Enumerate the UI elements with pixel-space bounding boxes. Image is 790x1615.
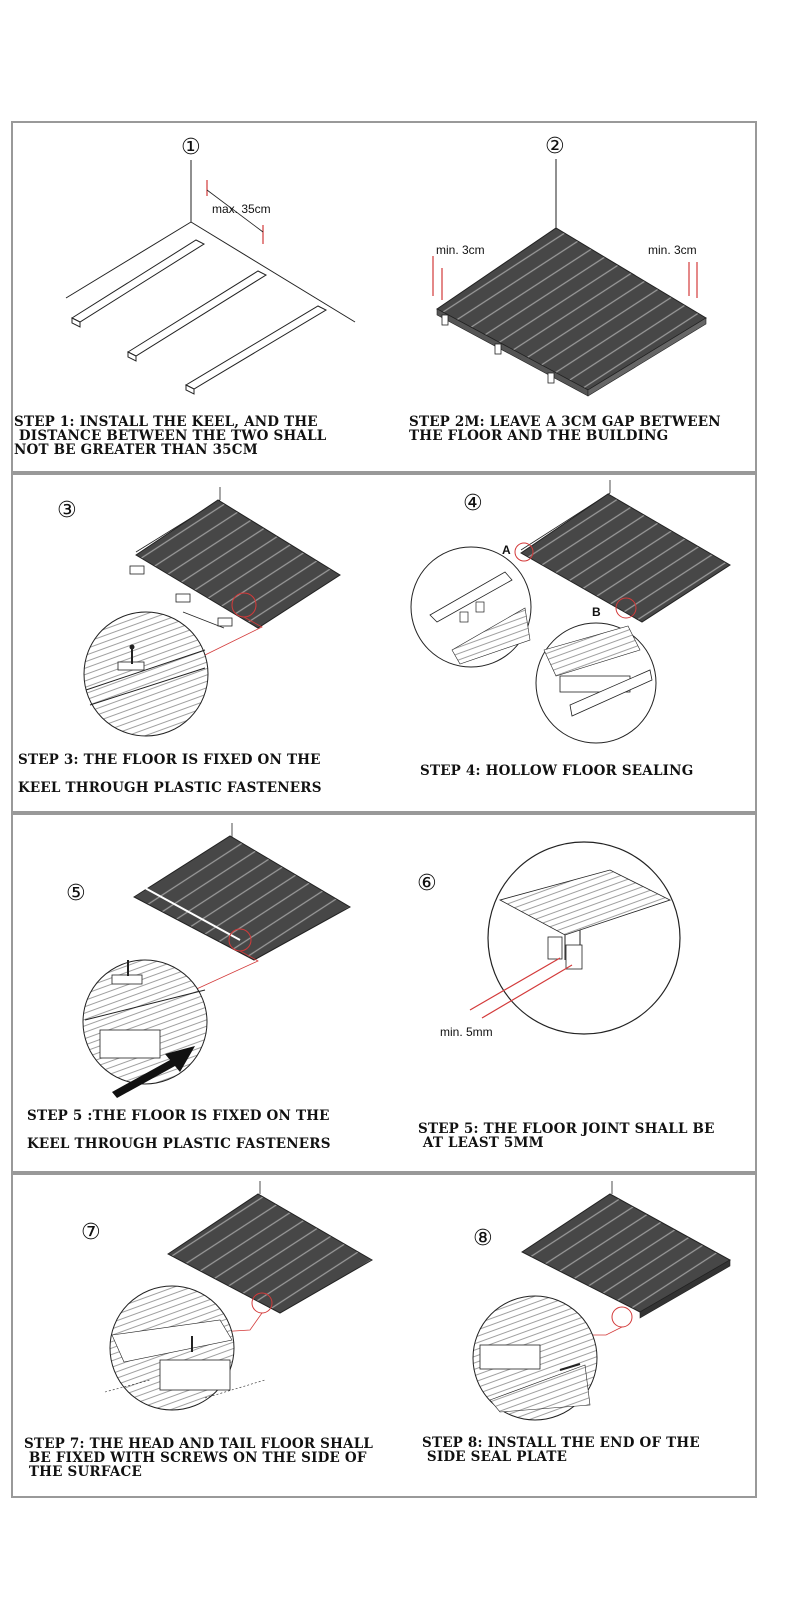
step-7-number: ⑦ (81, 1220, 101, 1245)
step-6-caption: STEP 5: THE FLOOR JOINT SHALL BE AT LEAS… (418, 1121, 715, 1151)
step-4-number: ④ (463, 491, 483, 516)
step-6-min-label: min. 5mm (440, 1025, 493, 1039)
step-7-caption: STEP 7: THE HEAD AND TAIL FLOOR SHALL BE… (24, 1436, 374, 1480)
step-2-illustration: ② min. 3cm min. 3cm (432, 134, 707, 397)
step-2-caption: STEP 2M: LEAVE A 3CM GAP BETWEEN THE FLO… (409, 414, 721, 444)
step-5-caption: STEP 5 :THE FLOOR IS FIXED ON THE KEEL T… (27, 1108, 331, 1152)
step-6-illustration: ⑥ min. 5mm (417, 841, 681, 1039)
step-4-caption: STEP 4: HOLLOW FLOOR SEALING (420, 763, 694, 779)
step-6-detail-circle (487, 841, 681, 1035)
step-2-number: ② (545, 134, 565, 159)
step-5-illustration: ⑤ (66, 823, 352, 1098)
step-2-min-right-label: min. 3cm (648, 243, 697, 257)
label-a: A (502, 543, 511, 557)
step-1-illustration: ① max. 35cm (65, 135, 356, 395)
step-7-illustration: ⑦ (81, 1181, 373, 1411)
step-3-caption: STEP 3: THE FLOOR IS FIXED ON THE KEEL T… (18, 752, 322, 796)
step-1-max-label: max. 35cm (212, 202, 271, 216)
step-8-illustration: ⑧ (472, 1181, 732, 1421)
step-1-caption: STEP 1: INSTALL THE KEEL, AND THE DISTAN… (14, 414, 327, 458)
step-3-number: ③ (57, 498, 77, 523)
step-5-number: ⑤ (66, 881, 86, 906)
step-3-detail-circle (83, 611, 209, 737)
step-8-number: ⑧ (473, 1226, 493, 1251)
step-8-detail-circle (472, 1295, 598, 1421)
step-7-detail-circle (109, 1285, 235, 1411)
step-4-illustration: ④ A B (410, 480, 731, 744)
step-2-min-left-label: min. 3cm (436, 243, 485, 257)
step-3-illustration: ③ (57, 487, 341, 737)
step-4-detail-circle-b (535, 622, 657, 744)
label-b: B (592, 605, 601, 619)
step-8-caption: STEP 8: INSTALL THE END OF THE SIDE SEAL… (422, 1435, 700, 1465)
step-5-detail-circle (82, 959, 208, 1085)
step-6-number: ⑥ (417, 871, 437, 896)
step-4-detail-circle-a (410, 546, 532, 668)
step-1-number: ① (181, 135, 201, 160)
keel-beams (70, 239, 328, 395)
